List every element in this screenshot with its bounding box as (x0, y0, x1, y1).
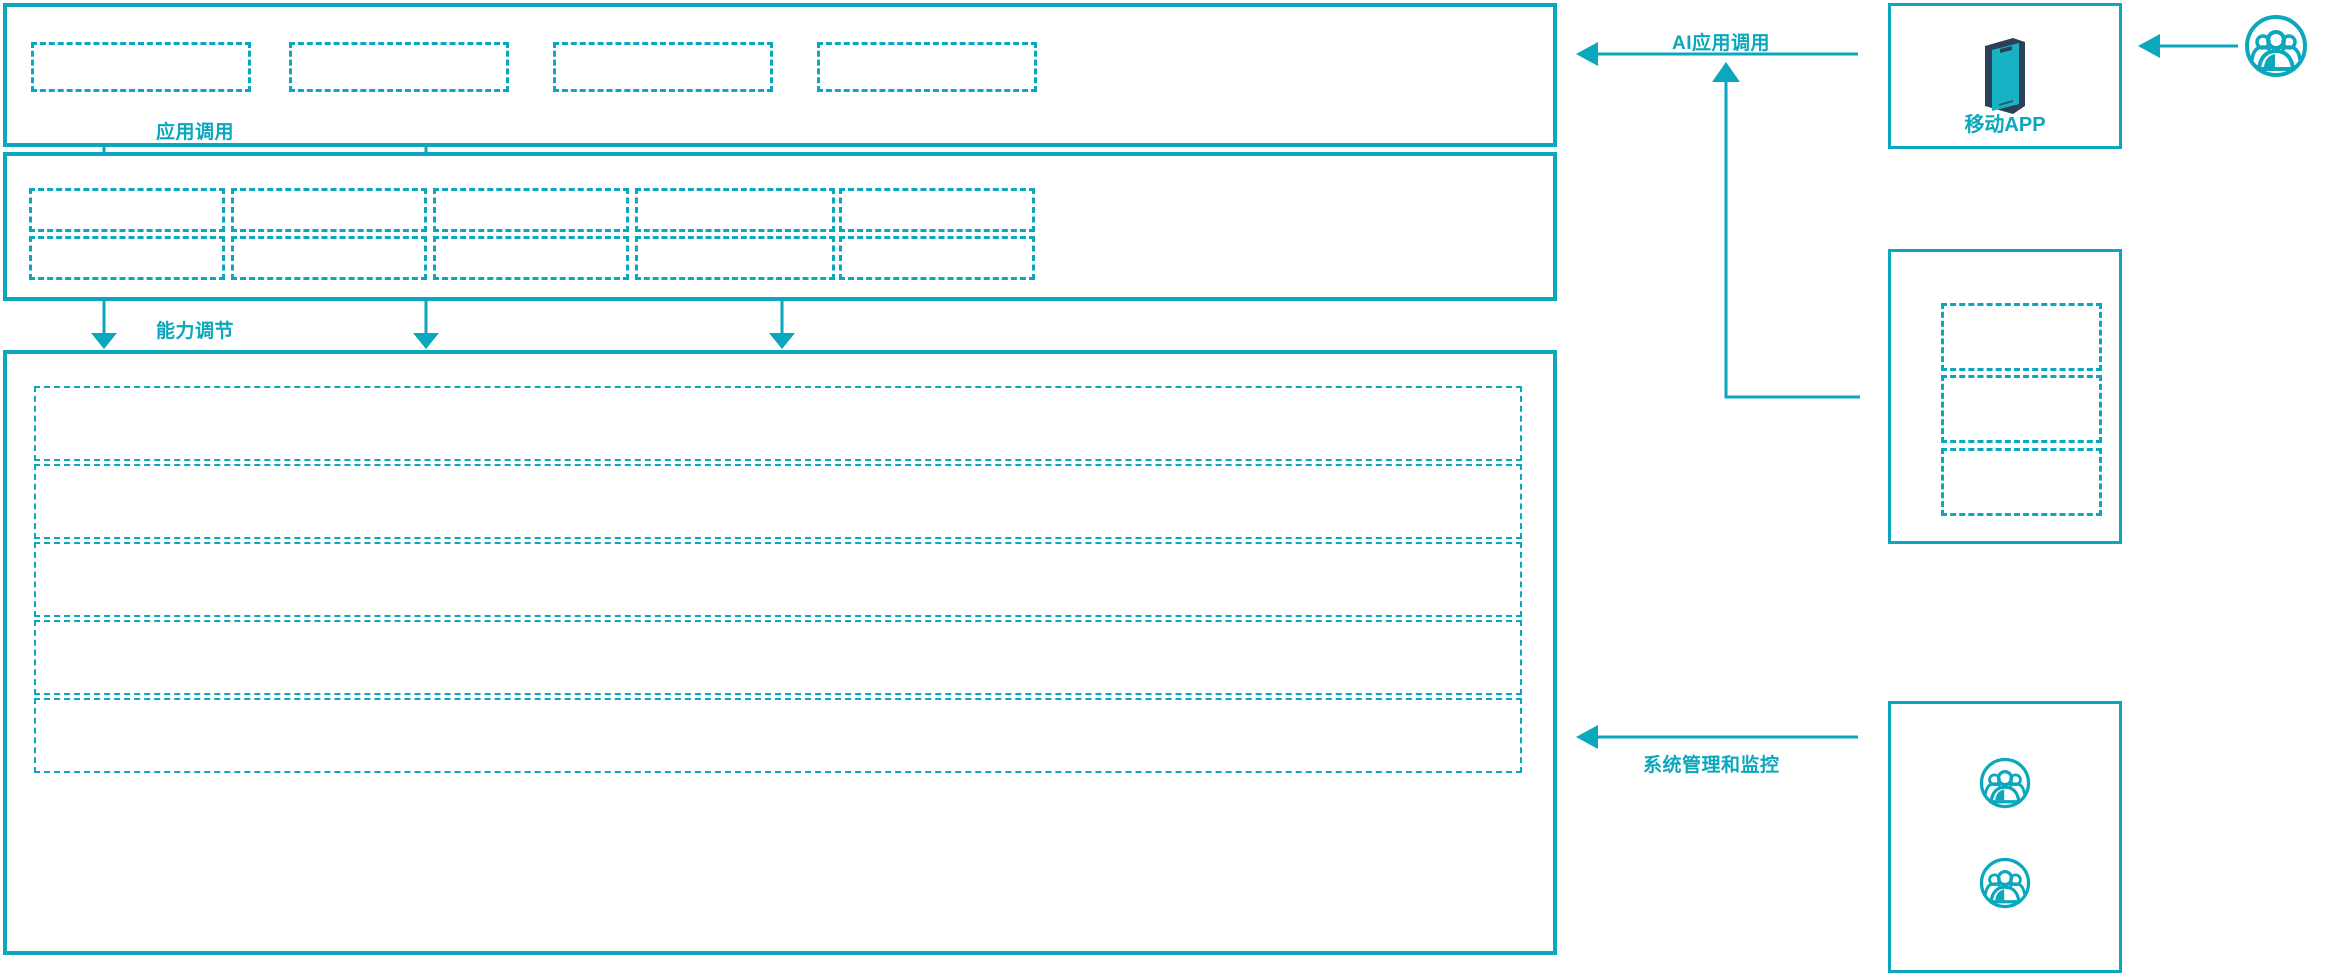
module-stack-slot-1[interactable] (1941, 303, 2102, 371)
ai-application-call-arrow (1576, 42, 1858, 66)
application-slot-2[interactable] (289, 42, 509, 92)
module-stack-tile (1888, 249, 2122, 544)
capability-slot-4-top[interactable] (635, 188, 835, 232)
capability-slot-3-top[interactable] (433, 188, 629, 232)
operators-tile (1888, 701, 2122, 973)
capability-adjust-arrow-right (769, 301, 795, 349)
capability-slot-5-bottom[interactable] (839, 236, 1035, 280)
capability-slot-2-bottom[interactable] (231, 236, 427, 280)
application-slot-3[interactable] (553, 42, 773, 92)
infrastructure-row-3[interactable] (34, 542, 1522, 617)
capability-slot-2-top[interactable] (231, 188, 427, 232)
capability-slot-1-bottom[interactable] (29, 236, 225, 280)
module-stack-slot-3[interactable] (1941, 448, 2102, 516)
capability-adjust-arrow-middle (413, 301, 439, 349)
end-user-group-icon (2244, 14, 2308, 83)
infrastructure-layer-panel (3, 350, 1557, 955)
application-layer-panel (3, 3, 1557, 147)
operator-user-group-icon-1 (1979, 757, 2031, 814)
infrastructure-row-5[interactable] (34, 698, 1522, 773)
ai-application-call-feeder (1712, 62, 1860, 399)
application-slot-1[interactable] (31, 42, 251, 92)
capability-slot-5-top[interactable] (839, 188, 1035, 232)
capability-slot-3-bottom[interactable] (433, 236, 629, 280)
infrastructure-row-2[interactable] (34, 464, 1522, 539)
capability-slot-4-bottom[interactable] (635, 236, 835, 280)
system-management-label: 系统管理和监控 (1643, 755, 1780, 776)
infrastructure-row-1[interactable] (34, 386, 1522, 461)
capability-slot-1-top[interactable] (29, 188, 225, 232)
application-call-label: 应用调用 (156, 122, 235, 143)
infrastructure-row-4[interactable] (34, 620, 1522, 695)
mobile-app-label: 移动APP (1964, 114, 2046, 136)
system-management-arrow (1576, 725, 1858, 749)
capability-adjust-label: 能力调节 (156, 321, 235, 342)
capability-adjust-arrow-left (91, 301, 117, 349)
mobile-phone-icon (1975, 34, 2035, 125)
capability-layer-panel (3, 152, 1557, 301)
application-slot-4[interactable] (817, 42, 1037, 92)
mobile-app-tile[interactable]: 移动APP (1888, 3, 2122, 149)
ai-application-call-label: AI应用调用 (1672, 33, 1771, 54)
operator-user-group-icon-2 (1979, 857, 2031, 914)
end-user-to-mobile-app-arrow (2138, 34, 2238, 58)
module-stack-slot-2[interactable] (1941, 375, 2102, 443)
